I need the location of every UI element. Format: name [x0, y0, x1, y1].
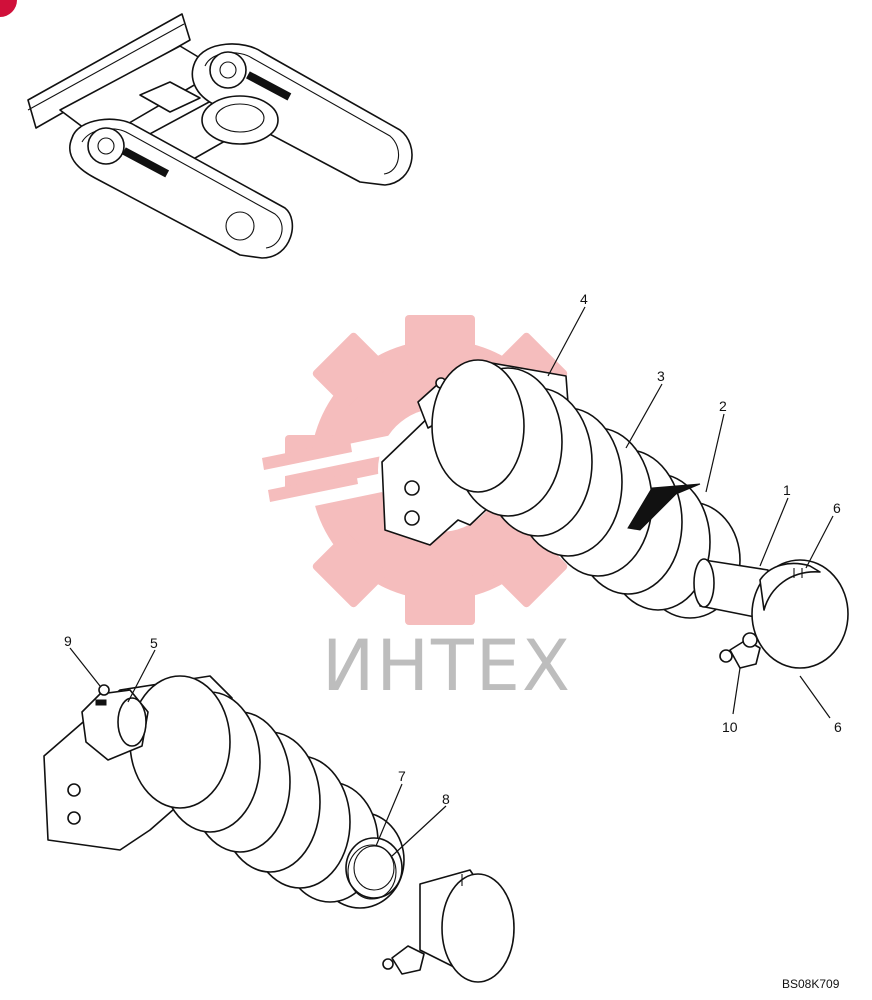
watermark-text: ИНТЕХ: [322, 625, 572, 707]
track-adjuster-assembly: [381, 359, 849, 669]
callout-4-label: 4: [580, 291, 588, 307]
callout-10-label: 10: [722, 719, 738, 735]
callout-6b-label: 6: [834, 719, 842, 735]
corner-marker: [0, 0, 17, 17]
drawing-code: BS08K709: [782, 977, 840, 991]
callout-2-label: 2: [719, 398, 727, 414]
undercarriage-overview: [27, 13, 413, 259]
callout-6a-label: 6: [833, 500, 841, 516]
callout-8-label: 8: [442, 791, 450, 807]
callout-5-label: 5: [150, 635, 158, 651]
callout-labels: 4 3 2 1 6 6 10 9 5 7 8: [64, 291, 842, 857]
callout-3-label: 3: [657, 368, 665, 384]
callout-9-label: 9: [64, 633, 72, 649]
callout-7-label: 7: [398, 768, 406, 784]
track-adjuster-detail: [43, 675, 515, 983]
callout-1-label: 1: [783, 482, 791, 498]
